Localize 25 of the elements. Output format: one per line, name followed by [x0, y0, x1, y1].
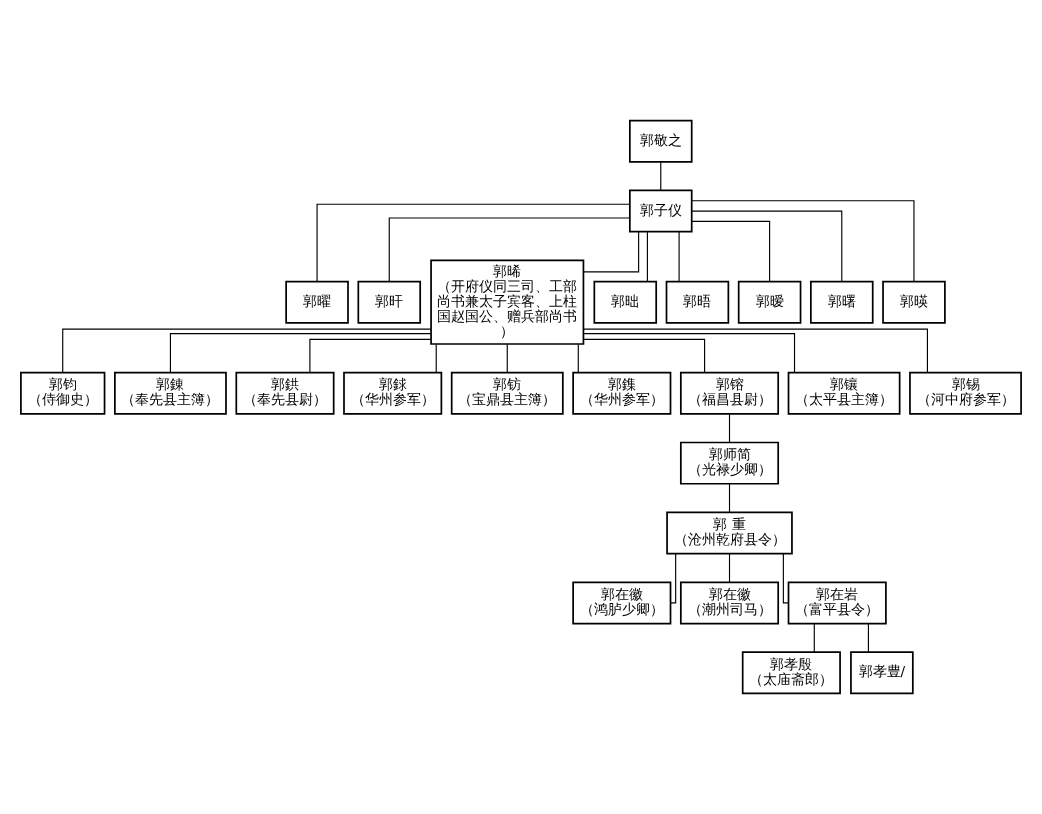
connector — [670, 553, 677, 604]
connector — [691, 220, 771, 282]
connector — [309, 338, 432, 374]
connector — [62, 328, 432, 374]
connector — [728, 483, 731, 513]
connector — [435, 343, 437, 373]
connector — [678, 231, 680, 282]
connector — [582, 338, 706, 374]
connector — [691, 200, 915, 282]
connector — [660, 161, 662, 191]
connector — [691, 210, 843, 283]
connector — [867, 623, 869, 653]
connector — [582, 333, 796, 373]
connector — [782, 553, 789, 604]
connector — [583, 231, 640, 273]
connector — [316, 203, 631, 282]
connector — [388, 217, 631, 282]
connector — [728, 413, 731, 443]
connector — [169, 333, 432, 373]
connector — [506, 343, 508, 373]
connector — [813, 623, 815, 653]
connector — [646, 231, 648, 282]
connector — [577, 343, 579, 373]
connector — [583, 328, 928, 374]
connector — [728, 553, 731, 583]
